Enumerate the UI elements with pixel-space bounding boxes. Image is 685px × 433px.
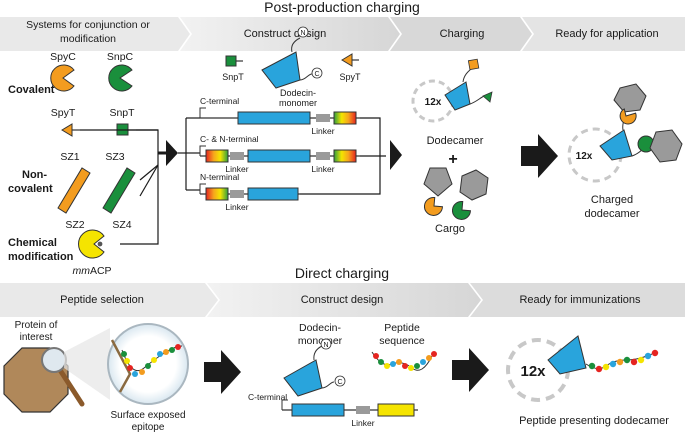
snpt-label: SnpT	[109, 107, 135, 119]
c-terminus-marker-direct: C	[334, 375, 346, 387]
construct-branches-out	[300, 117, 386, 195]
merge-arrow-2	[390, 140, 402, 170]
big-arrow-post	[521, 134, 558, 178]
direct-header-banner	[0, 283, 685, 317]
direct-title: Direct charging	[295, 265, 389, 281]
epitope-label-line2: epitope	[132, 422, 165, 433]
construct-branches-in	[178, 117, 200, 191]
snpt-small	[225, 55, 243, 67]
post-header-charging: Charging	[440, 28, 485, 40]
protein-label-line2: interest	[20, 332, 53, 343]
direct-construct	[281, 399, 418, 417]
post-header-banner	[0, 17, 685, 51]
presenting-label: Peptide presenting dodecamer	[519, 415, 669, 427]
sz2-label: SZ2	[65, 219, 84, 231]
ready-label-line2: dodecamer	[584, 208, 639, 220]
c-terminus-marker: C	[311, 67, 323, 79]
direct-c-terminal: C-terminal	[248, 392, 287, 402]
svg-text:C: C	[337, 379, 342, 386]
covalent-label: Covalent	[8, 84, 55, 96]
dodecin-monomer-direct	[283, 345, 335, 397]
construct-monomer-line1: Dodecin-	[280, 88, 316, 98]
epitope-label-line1: Surface exposed	[110, 410, 185, 421]
charging-plus: +	[448, 151, 457, 168]
svg-text:12x: 12x	[576, 151, 593, 162]
row3-construct	[199, 183, 300, 201]
noncovalent-label-line1: Non-	[22, 169, 47, 181]
direct-header-construct: Construct design	[301, 294, 384, 306]
direct-monomer-line2: monomer	[298, 335, 343, 347]
svg-text:12x: 12x	[520, 363, 546, 380]
row2-cn-terminal: C- & N-terminal	[200, 134, 259, 144]
sz3-label: SZ3	[105, 151, 124, 163]
spyt-small	[341, 53, 359, 67]
row3-linker: Linker	[225, 202, 248, 212]
peptide-seq-line1: Peptide	[384, 322, 420, 334]
spyc-shape	[50, 64, 75, 92]
sz3-sz4-coil	[102, 167, 136, 214]
mmacp-shape	[78, 229, 105, 259]
epitope-peptide-chain	[121, 344, 183, 377]
snpc-shape	[108, 64, 133, 92]
post-header-ready: Ready for application	[555, 28, 658, 40]
protein-label-line1: Protein of	[15, 320, 58, 331]
svg-text:N: N	[323, 342, 328, 349]
n-terminus-marker-direct: N	[320, 338, 332, 350]
chemical-label-line1: Chemical	[8, 237, 57, 249]
spyc-label: SpyC	[50, 51, 76, 63]
svg-text:C: C	[314, 71, 319, 78]
peptide-sequence-chain	[371, 351, 437, 371]
noncovalent-label-line2: covalent	[8, 183, 53, 195]
snpc-label: SnpC	[107, 51, 134, 63]
dodecin-monomer-post	[261, 37, 313, 89]
construct-snpt-label: SnpT	[222, 72, 244, 82]
direct-header-ready: Ready for immunizations	[519, 294, 641, 306]
row2-linker-right: Linker	[311, 164, 334, 174]
post-header-systems-line1: Systems for conjunction or	[26, 19, 150, 31]
charging-cargo-label: Cargo	[435, 223, 465, 235]
chemical-label-line2: modification	[8, 251, 74, 263]
svg-text:12x: 12x	[425, 97, 442, 108]
construct-monomer-line2: monomer	[279, 98, 317, 108]
row3-n-terminal: N-terminal	[200, 172, 239, 182]
row1-c-terminal: C-terminal	[200, 96, 239, 106]
direct-linker: Linker	[351, 418, 374, 428]
mmacp-label: mmACP	[72, 265, 111, 277]
direct-monomer-line1: Dodecin-	[299, 322, 342, 334]
zoom-lens	[64, 323, 189, 405]
ready-label-line1: Charged	[591, 194, 633, 206]
cargo-shapes	[423, 167, 489, 220]
spyt-label: SpyT	[51, 107, 76, 119]
direct-header-peptide: Peptide selection	[60, 294, 144, 306]
n-terminus-marker: N	[297, 26, 309, 38]
post-header-construct: Construct design	[244, 28, 327, 40]
sz1-sz2-coil	[57, 167, 91, 214]
construct-spyt-label: SpyT	[339, 72, 361, 82]
row2-linker-left: Linker	[225, 164, 248, 174]
merge-arrow-1	[158, 140, 178, 166]
system-connectors	[80, 129, 159, 245]
post-title: Post-production charging	[264, 0, 420, 15]
big-arrow-direct-2	[452, 348, 489, 392]
sz1-label: SZ1	[60, 151, 79, 163]
spyt-shape	[61, 123, 80, 137]
row1-construct	[199, 107, 360, 125]
sz4-label: SZ4	[112, 219, 131, 231]
row2-construct	[199, 145, 360, 163]
peptide-seq-line2: sequence	[379, 335, 425, 347]
presenting-dodecamer: 12x	[506, 335, 659, 402]
big-arrow-direct-1	[204, 350, 241, 394]
svg-text:N: N	[300, 30, 305, 37]
post-header-systems-line2: modification	[60, 33, 116, 45]
charged-dodecamer: 12x	[567, 83, 683, 183]
dodecamer-post: 12x	[411, 58, 493, 123]
row1-linker: Linker	[311, 126, 334, 136]
charging-dodecamer-label: Dodecamer	[427, 135, 484, 147]
